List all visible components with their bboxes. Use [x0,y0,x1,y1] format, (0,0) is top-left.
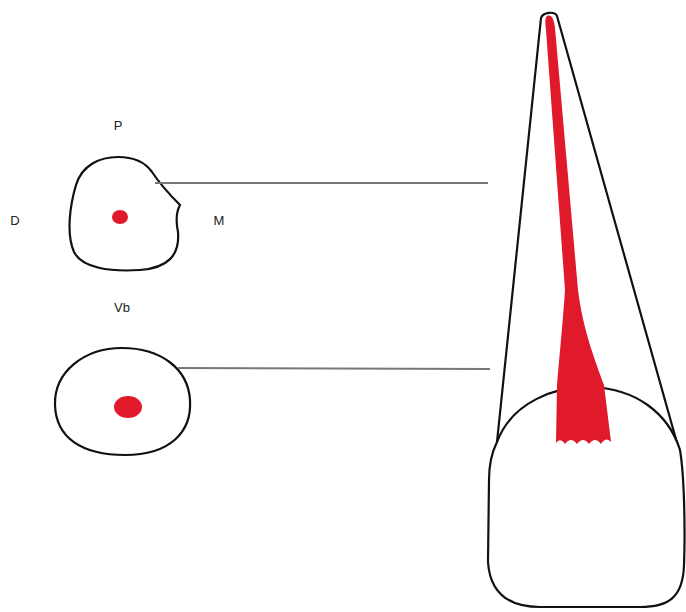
direction-label: D [10,214,19,227]
direction-label: P [114,119,123,132]
root-outline [497,13,679,450]
pulp-canal [545,16,611,445]
direction-label: Vb [114,301,130,314]
pulp-section [112,210,128,224]
pulp-section [114,396,142,418]
cross-section-outline [70,157,180,270]
level-line [178,368,490,369]
level-line [155,182,488,184]
direction-label: M [214,214,225,227]
cross-section-outline [55,348,190,455]
